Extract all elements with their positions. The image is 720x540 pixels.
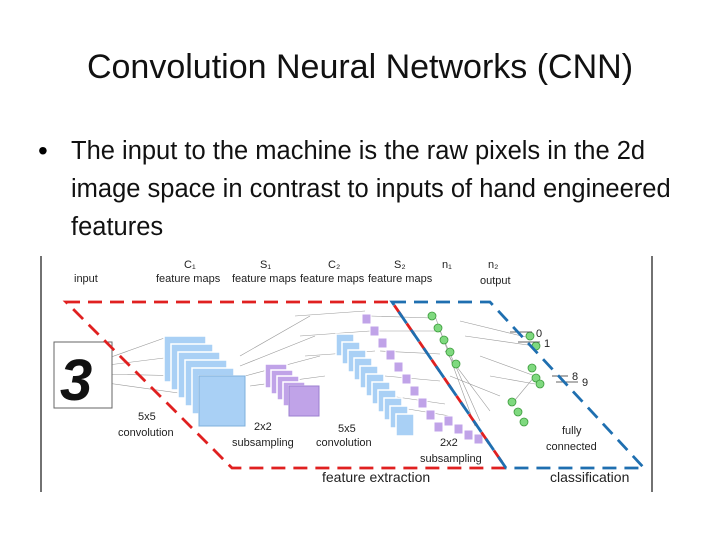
label-s1-sub: feature maps (232, 273, 297, 285)
sub1-name: subsampling (232, 437, 294, 449)
output-label-1: 1 (544, 338, 550, 350)
bullet-item: • The input to the machine is the raw pi… (38, 132, 678, 246)
n2-neurons (525, 331, 545, 389)
label-n2: n₂ (488, 259, 498, 271)
label-c2-sub: feature maps (300, 273, 365, 285)
c2-feature-maps (335, 333, 415, 437)
cnn-diagram-svg: input C₁ feature maps S₁ feature maps C₂… (40, 256, 653, 492)
output-label-0: 0 (536, 328, 542, 340)
sub1-size: 2x2 (254, 421, 272, 433)
output-label-8: 8 (572, 371, 578, 383)
label-s1: S₁ (260, 259, 271, 271)
region-feature-extraction: feature extraction (322, 469, 430, 485)
sub2-size: 2x2 (440, 437, 458, 449)
bullet-marker: • (38, 135, 48, 166)
n1-neurons (427, 311, 529, 427)
label-s2: S₂ (394, 259, 406, 271)
s2-feature-maps (361, 313, 484, 445)
conv1-name: convolution (118, 427, 174, 439)
input-image (53, 341, 113, 409)
input-digit: 3 (60, 348, 92, 413)
label-c1: C₁ (184, 259, 196, 271)
bullet-text: The input to the machine is the raw pixe… (71, 137, 671, 241)
slide-title: Convolution Neural Networks (CNN) (86, 48, 634, 86)
region-classification: classification (550, 469, 629, 485)
label-c1-sub: feature maps (156, 273, 221, 285)
sub2-name: subsampling (420, 453, 482, 465)
label-c2: C₂ (328, 259, 340, 271)
cnn-diagram: input C₁ feature maps S₁ feature maps C₂… (40, 256, 654, 492)
conv2-size: 5x5 (338, 423, 356, 435)
label-s2-sub: feature maps (368, 273, 433, 285)
label-n1: n₁ (442, 259, 452, 271)
fc-line1: fully (562, 425, 582, 437)
c1-front-map (198, 375, 246, 427)
classification-region (389, 300, 648, 470)
output-label-9: 9 (582, 377, 588, 389)
label-input: input (74, 273, 98, 285)
conv2-name: convolution (316, 437, 372, 449)
s1-front-map (288, 385, 320, 417)
label-output: output (480, 275, 511, 287)
fc-line2: connected (546, 441, 597, 453)
conv1-size: 5x5 (138, 411, 156, 423)
